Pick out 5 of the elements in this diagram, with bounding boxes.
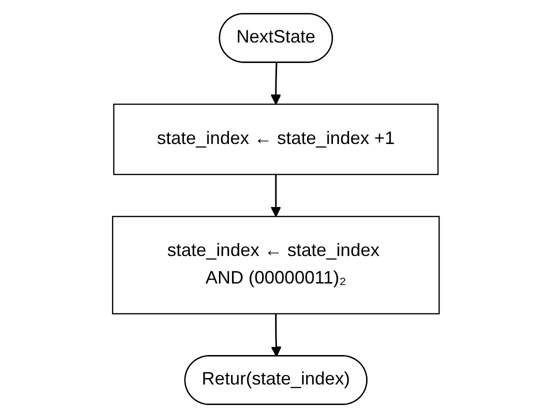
arrow: [270, 314, 282, 357]
node-box: state_index ← state_index +1: [112, 104, 438, 176]
arrow: [270, 62, 281, 105]
node-box: state_index ← state_index AND (00000011)₂: [112, 216, 440, 314]
arrow: [270, 174, 281, 217]
